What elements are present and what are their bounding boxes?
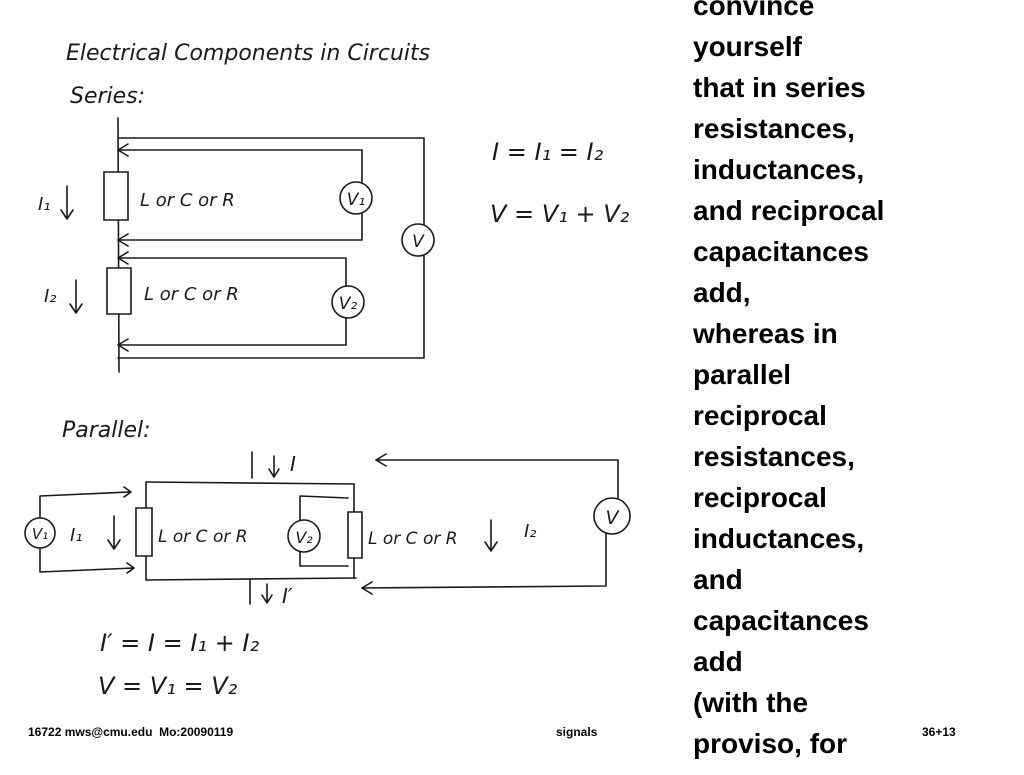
parallel-equation-voltage: V = V₁ = V₂ (98, 672, 238, 700)
parallel-heading: Parallel: (62, 418, 151, 443)
parallel-current-out: I′ (282, 584, 293, 608)
voltmeter-icon (402, 224, 434, 256)
parallel-component-1 (136, 508, 152, 556)
series-current-2: I₂ (44, 286, 57, 307)
footer-right: 36+13 (922, 725, 956, 739)
footer-left: 16722 mws@cmu.edu Mo:20090119 (28, 725, 234, 739)
voltmeter-icon (594, 498, 630, 534)
parallel-voltmeter-1: V₁ (32, 525, 48, 543)
parallel-current-1: I₁ (70, 525, 83, 546)
parallel-voltmeter-2: V₂ (295, 528, 313, 547)
voltmeter-icon (332, 286, 364, 318)
down-arrow-icon (70, 280, 82, 313)
voltmeter-icon (25, 518, 55, 548)
sketch-title: Electrical Components in Circuits (66, 41, 430, 66)
series-component-2 (107, 268, 131, 314)
series-heading: Series: (70, 84, 145, 109)
series-current-1: I₁ (38, 194, 51, 215)
down-arrow-icon (61, 186, 73, 219)
series-voltmeter-1: V₁ (347, 190, 365, 210)
parallel-component-label-1: L or C or R (158, 527, 248, 547)
series-component-label-1: L or C or R (140, 190, 235, 211)
parallel-component-label-2: L or C or R (368, 529, 458, 549)
series-voltmeter-2: V₂ (339, 294, 358, 314)
series-voltmeter-total: V (412, 232, 425, 252)
down-arrow-icon (108, 516, 120, 549)
footer-center: signals (556, 725, 598, 739)
down-arrow-icon (262, 584, 272, 603)
parallel-voltmeter-total: V (606, 507, 621, 529)
circuit-sketch: Electrical Components in Circuits Series… (0, 41, 680, 700)
down-arrow-icon (485, 520, 497, 551)
series-circuit: L or C or R L or C or R I₁ I₂ V₁ V₂ V I … (38, 118, 630, 372)
series-component-1 (104, 172, 128, 220)
parallel-current-in: I (290, 452, 296, 476)
side-text: convince yourself that in series resista… (693, 0, 885, 759)
parallel-circuit: I I′ V₁ I₁ L or C or R V₂ L or C or R (25, 452, 630, 700)
parallel-equation-current: I′ = I = I₁ + I₂ (100, 629, 259, 657)
voltmeter-icon (288, 520, 320, 552)
down-arrow-icon (269, 456, 279, 477)
series-equation-current: I = I₁ = I₂ (492, 138, 604, 166)
voltmeter-icon (340, 182, 372, 214)
series-equation-voltage: V = V₁ + V₂ (490, 200, 630, 228)
parallel-current-2: I₂ (524, 521, 537, 542)
parallel-component-2 (348, 512, 362, 558)
series-component-label-2: L or C or R (144, 284, 239, 305)
